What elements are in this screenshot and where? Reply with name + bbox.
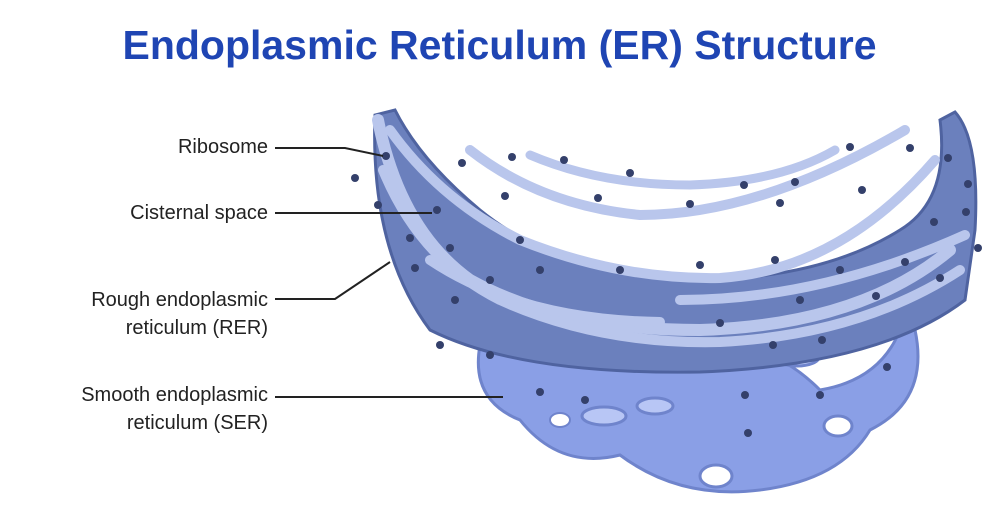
label-rough-er: Rough endoplasmic reticulum (RER) [91,286,268,342]
label-smooth-er-line2: reticulum (SER) [126,412,268,434]
leader-rough-er [275,261,391,300]
label-cisternal-space: Cisternal space [130,202,268,224]
label-rough-er-line1: Rough endoplasmic [91,289,268,311]
leader-lines [275,147,503,398]
label-rough-er-line2: reticulum (RER) [125,317,268,339]
page-title: Endoplasmic Reticulum (ER) Structure [122,22,877,68]
ribosomes [351,143,982,437]
rough-er [372,108,978,374]
leader-ribosome [275,147,384,157]
label-smooth-er-line1: Smooth endoplasmic [81,384,268,406]
label-ribosome: Ribosome [177,136,268,158]
label-smooth-er: Smooth endoplasmic reticulum (SER) [81,381,268,437]
